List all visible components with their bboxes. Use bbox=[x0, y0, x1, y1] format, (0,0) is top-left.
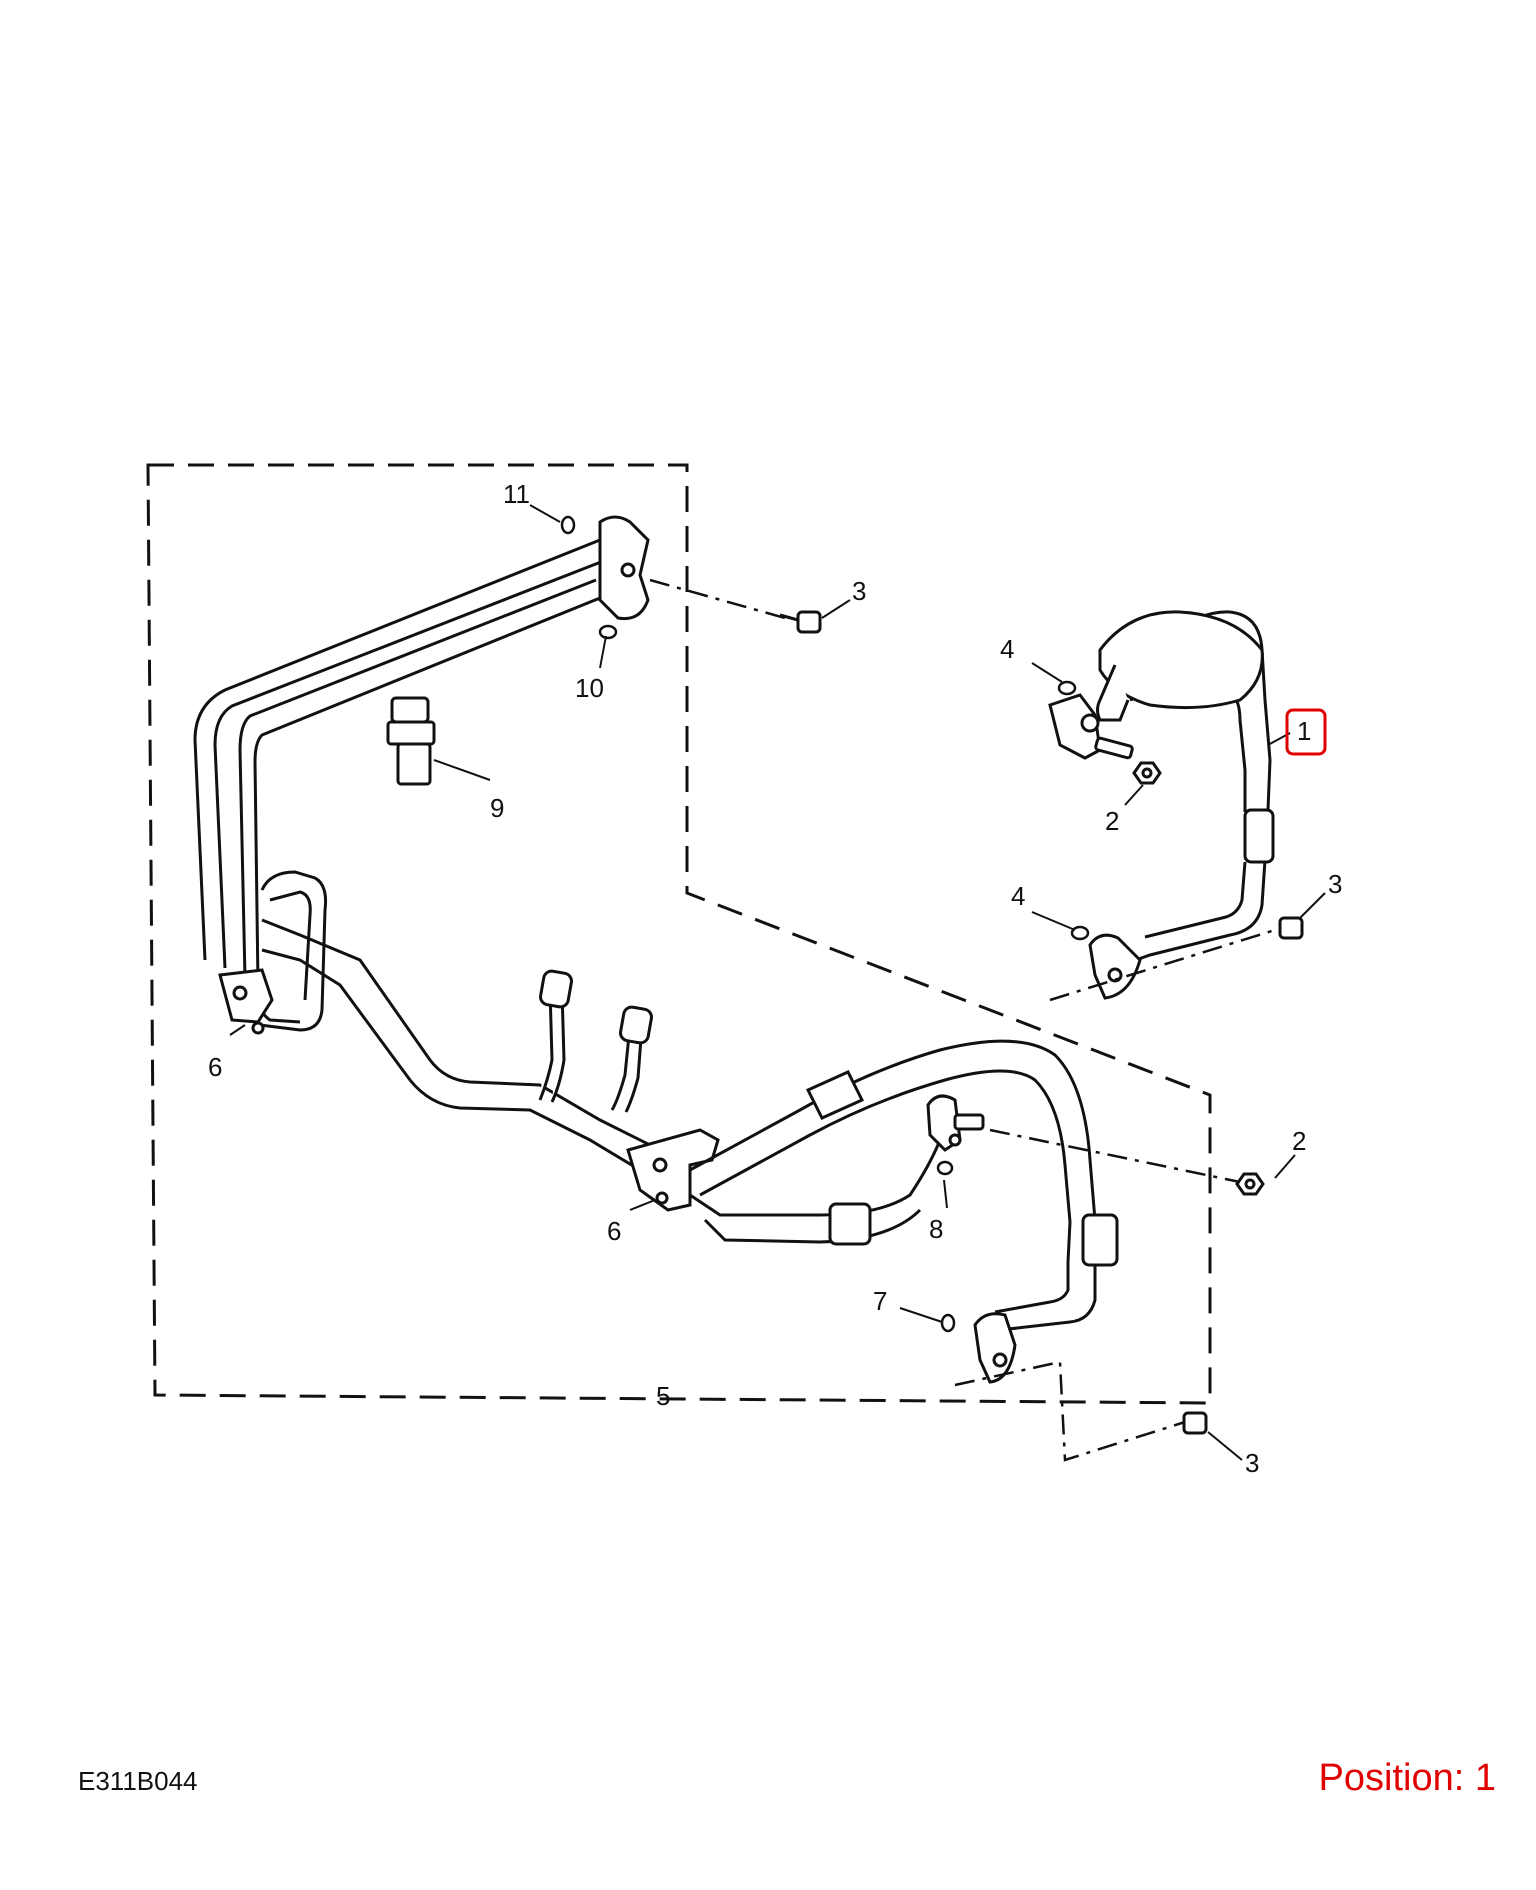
part7-end-fitting bbox=[973, 1312, 1017, 1384]
bolt-3-right bbox=[1278, 916, 1304, 940]
bolt-3-bottom bbox=[1182, 1411, 1208, 1435]
callout-4-upper[interactable]: 4 bbox=[1000, 634, 1014, 664]
top-block-fitting bbox=[598, 515, 650, 621]
bolt-3-upper bbox=[779, 610, 822, 634]
part1-lower-flange bbox=[1088, 933, 1142, 1000]
discharge-hose-sleeves bbox=[805, 1070, 1119, 1267]
callout-1[interactable]: 1 bbox=[1297, 716, 1311, 746]
assembly-lines bbox=[649, 578, 1276, 1462]
callout-8[interactable]: 8 bbox=[929, 1214, 943, 1244]
nut-2-lower bbox=[1235, 1172, 1265, 1196]
assembly-boundary-dashed bbox=[146, 463, 1212, 1405]
callout-5[interactable]: 5 bbox=[656, 1381, 670, 1411]
part8-fitting bbox=[926, 1094, 985, 1152]
callout-11[interactable]: 11 bbox=[503, 479, 530, 509]
lower-branch-hose bbox=[689, 1139, 942, 1244]
lower-left-pipe-loop bbox=[256, 870, 672, 1172]
nut-2-upper bbox=[1132, 761, 1162, 785]
callout-6-middle[interactable]: 6 bbox=[607, 1216, 621, 1246]
discharge-hose bbox=[689, 1039, 1097, 1337]
pressure-switch bbox=[386, 696, 436, 786]
callout-7[interactable]: 7 bbox=[873, 1286, 887, 1316]
callout-3-right[interactable]: 3 bbox=[1328, 869, 1342, 899]
callout-2-lower[interactable]: 2 bbox=[1292, 1126, 1306, 1156]
o-rings bbox=[560, 515, 1090, 1333]
callout-10[interactable]: 10 bbox=[575, 673, 604, 703]
position-label: Position: 1 bbox=[1318, 1757, 1496, 1799]
left-clamp-bracket bbox=[218, 968, 274, 1035]
diagram-reference-code: E311B044 bbox=[78, 1766, 198, 1796]
highlight-box-callout-1 bbox=[1285, 708, 1327, 756]
condenser-pipes bbox=[193, 538, 607, 986]
callout-3-upper[interactable]: 3 bbox=[852, 576, 866, 606]
part1-compressor-fitting bbox=[1048, 693, 1134, 760]
callout-3-bottom[interactable]: 3 bbox=[1245, 1448, 1259, 1478]
callout-2-upper[interactable]: 2 bbox=[1105, 806, 1119, 836]
middle-bracket bbox=[626, 1128, 720, 1212]
callout-4-lower[interactable]: 4 bbox=[1011, 881, 1025, 911]
suction-hose-muffler bbox=[1096, 610, 1275, 864]
lower-branch-sleeve bbox=[828, 1202, 872, 1246]
callout-9[interactable]: 9 bbox=[490, 793, 504, 823]
callout-6-left[interactable]: 6 bbox=[208, 1052, 222, 1082]
service-ports bbox=[538, 969, 653, 1113]
leader-lines bbox=[229, 504, 1326, 1461]
